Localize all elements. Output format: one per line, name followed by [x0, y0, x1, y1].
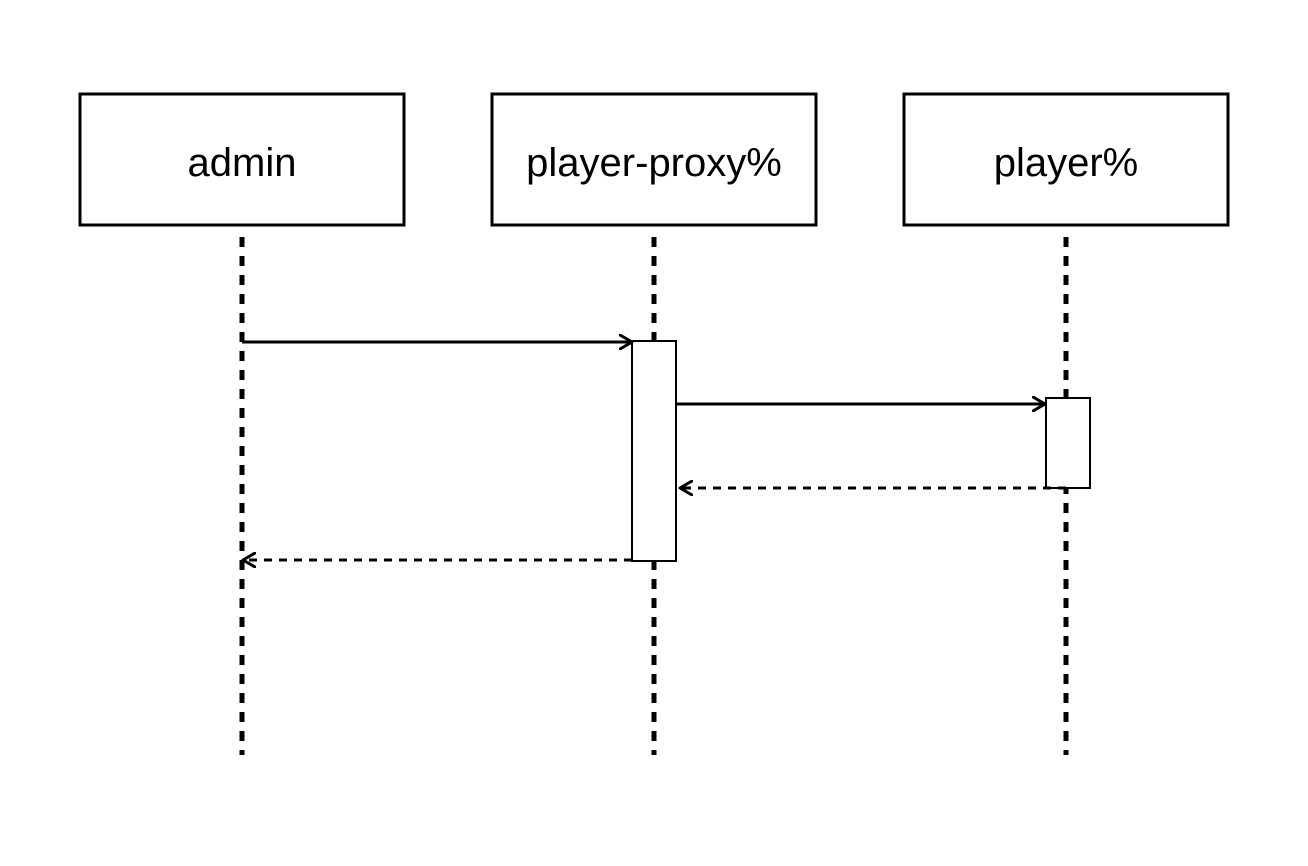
- participant-player-proxy: player-proxy%: [490, 92, 818, 227]
- participant-box-admin: [78, 92, 406, 227]
- participant-label-admin: admin: [188, 141, 297, 185]
- participant-label-player: player%: [994, 141, 1139, 185]
- participant-player: player%: [902, 92, 1230, 227]
- participant-box-player-proxy: [490, 92, 818, 227]
- participant-box-player: [902, 92, 1230, 227]
- participant-label-player-proxy: player-proxy%: [526, 141, 782, 185]
- participant-admin: admin: [78, 92, 406, 227]
- activation-player: [1045, 397, 1091, 489]
- activation-player-proxy: [631, 340, 677, 562]
